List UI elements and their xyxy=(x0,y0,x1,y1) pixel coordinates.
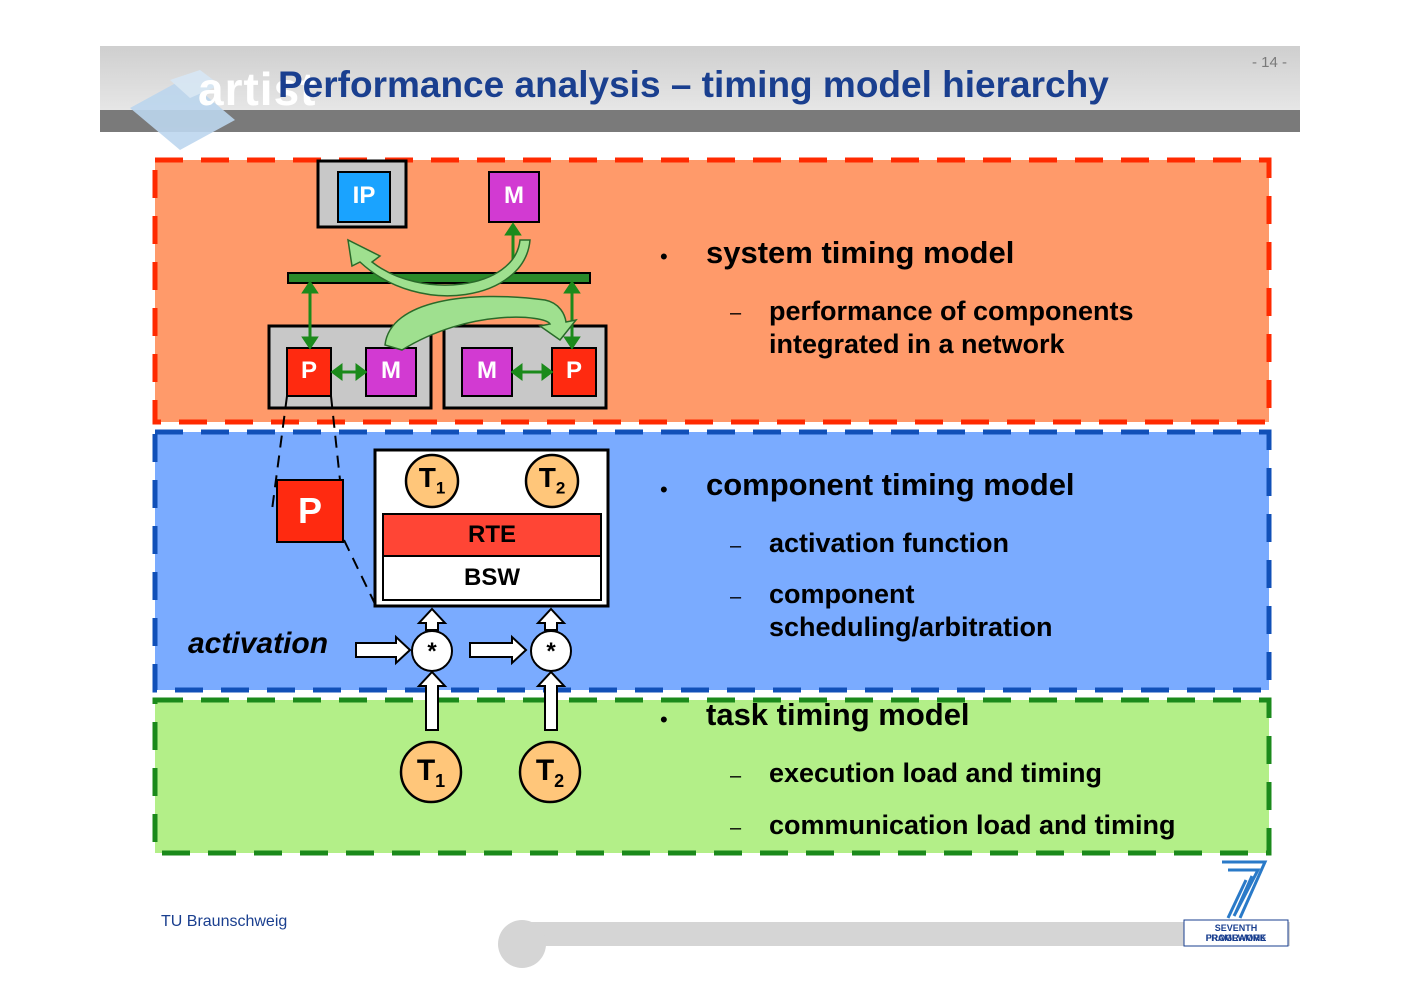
footer-bar xyxy=(520,922,1290,946)
bullet-component-main: component timing model xyxy=(706,467,1075,502)
bullet-task-main: task timing model xyxy=(706,697,970,732)
bullet-component-sub-1: activation function xyxy=(769,528,1010,558)
task2-label: T2 xyxy=(520,754,580,792)
task1-top-label: T1 xyxy=(406,462,458,499)
page-title: Performance analysis – timing model hier… xyxy=(278,64,1109,105)
bullet-dot-system: • xyxy=(660,244,668,269)
ecu-right-m-label: M xyxy=(477,357,497,384)
bullet-system-sub-1: performance of components integrated in … xyxy=(769,296,1134,359)
ecu-left-m xyxy=(365,347,417,397)
task2-circle xyxy=(518,740,582,804)
ip-box xyxy=(337,171,391,223)
op2-circle xyxy=(530,630,572,672)
task2-sub: 2 xyxy=(554,771,565,791)
ecu-left-m-label: M xyxy=(381,357,401,384)
task1-label: T1 xyxy=(401,754,461,792)
task1-sub: 1 xyxy=(435,771,446,791)
bullet-dash-component-2: – xyxy=(730,586,742,608)
task1-top-letter: T xyxy=(418,462,436,493)
logo-shape xyxy=(130,70,235,150)
task2-top-label: T2 xyxy=(526,462,578,499)
component-p-label: P xyxy=(297,490,322,531)
task1-top-sub: 1 xyxy=(435,478,446,498)
bullet-dash-system-1: – xyxy=(730,302,742,324)
rte-box xyxy=(382,513,602,557)
task1-letter: T xyxy=(416,754,436,787)
bsw-box xyxy=(382,555,602,601)
page-number: - 14 - xyxy=(1252,54,1288,71)
footer-institution: TU Braunschweig xyxy=(161,913,288,930)
op1-label: * xyxy=(427,638,437,665)
ecu-left-p-label: P xyxy=(300,357,317,384)
bullet-dash-task-1: – xyxy=(730,765,742,787)
component-band xyxy=(152,429,1272,693)
task2-top-circle xyxy=(524,453,580,509)
m-top-label: M xyxy=(504,182,524,209)
header-underline xyxy=(100,110,1300,132)
bullet-dash-component-1: – xyxy=(730,535,742,557)
task1-circle xyxy=(399,740,463,804)
activation-label: activation xyxy=(188,627,329,660)
bullet-dot-component: • xyxy=(660,477,668,502)
task-band xyxy=(152,697,1272,856)
bullet-dash-task-2: – xyxy=(730,817,742,839)
op1-circle xyxy=(411,630,453,672)
logo-text: artist xyxy=(198,63,317,115)
rte-label: RTE xyxy=(468,521,516,548)
bullet-task-sub-1: execution load and timing xyxy=(769,758,1103,788)
bsw-label: BSW xyxy=(464,564,520,591)
communication-arrows xyxy=(347,238,578,351)
bus-bar xyxy=(287,272,591,284)
task1-top-circle xyxy=(404,453,460,509)
bullet-system-main: system timing model xyxy=(706,235,1015,270)
header-bar xyxy=(100,46,1300,110)
fp7-line1: SEVENTH FRAMEWORK xyxy=(1205,923,1267,943)
ip-label: IP xyxy=(352,182,376,209)
m-top-box xyxy=(488,171,540,223)
fp7-logo xyxy=(1222,860,1268,919)
fp7-line2: PROGRAMME xyxy=(1205,933,1267,943)
zoom-lines xyxy=(271,395,377,607)
fp7-label-box xyxy=(1183,919,1289,947)
activation-arrows xyxy=(355,607,567,731)
bullet-dot-task: • xyxy=(660,707,668,732)
task2-top-sub: 2 xyxy=(555,478,566,498)
bus-connectors xyxy=(301,222,581,381)
component-p-box xyxy=(276,479,344,543)
bullet-component-sub-2: component scheduling/arbitration xyxy=(769,579,1053,642)
footer-bar-cap xyxy=(498,920,546,968)
ecu-right-p-label: P xyxy=(565,357,582,384)
task2-top-letter: T xyxy=(538,462,556,493)
op2-label: * xyxy=(546,638,556,665)
bullet-task-sub-2: communication load and timing xyxy=(769,810,1176,840)
task2-letter: T xyxy=(535,754,555,787)
